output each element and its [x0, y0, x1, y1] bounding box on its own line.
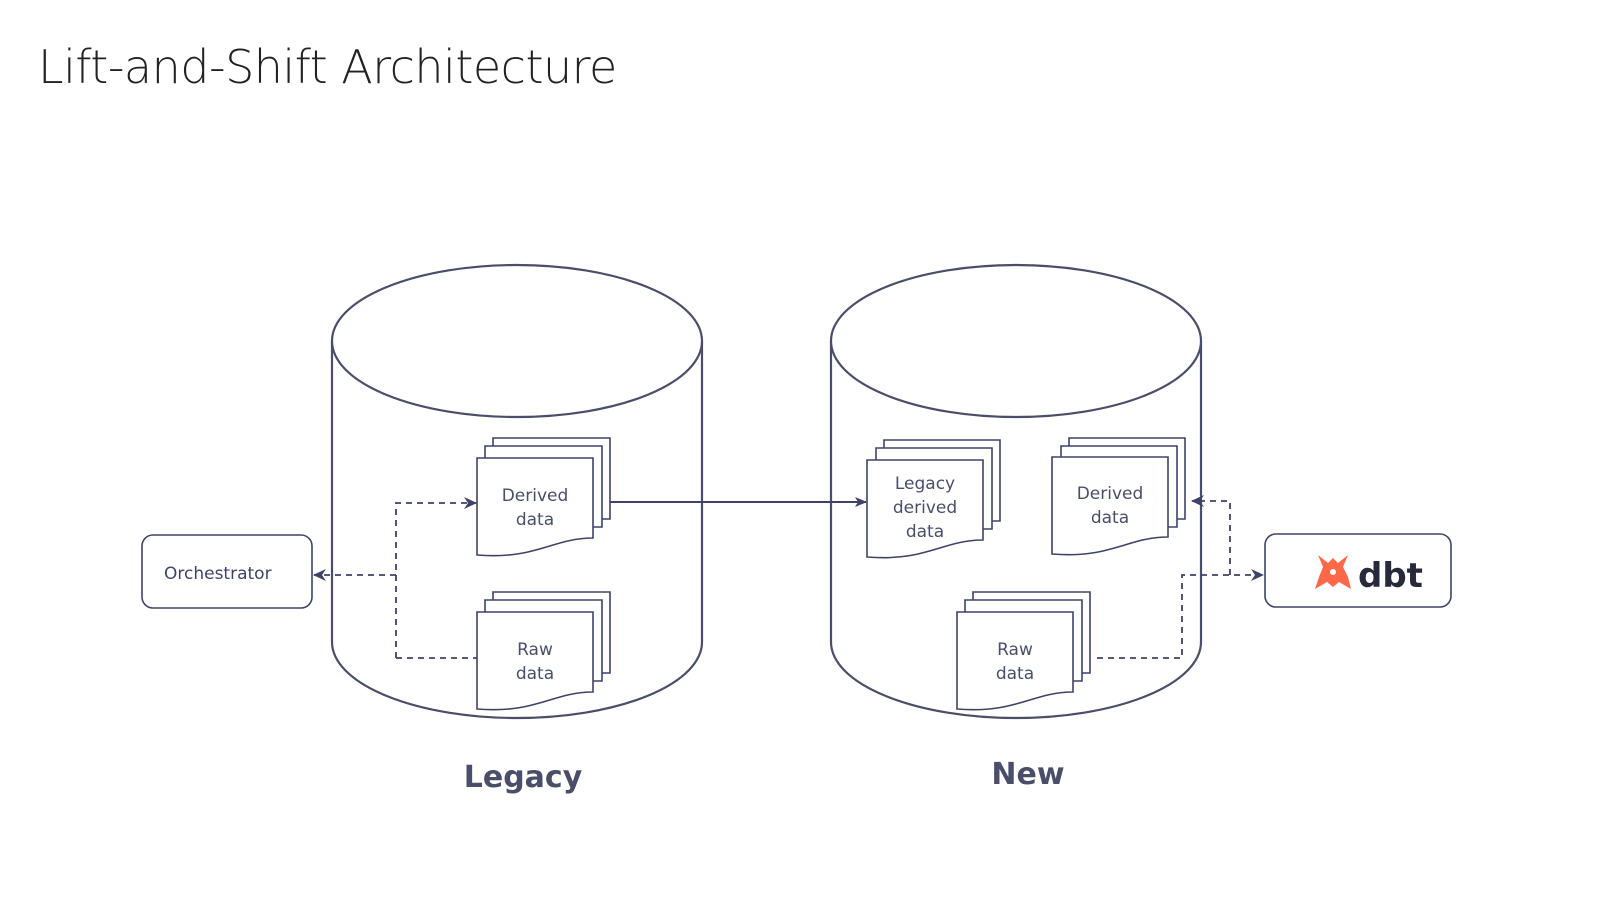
new-raw-label-2: data — [996, 664, 1034, 684]
new-derived-label-1: Derived — [1077, 484, 1144, 504]
new-legacy-derived-label-2: derived — [893, 498, 957, 518]
legacy-derived-label-1: Derived — [502, 486, 569, 506]
dbt-to-derived-arrow — [1191, 495, 1231, 575]
legacy-derived-label-2: data — [516, 510, 554, 530]
legacy-label: Legacy — [464, 760, 583, 795]
raw-to-dbt-arrow — [1097, 569, 1264, 659]
page-title: Lift-and-Shift Architecture — [38, 40, 617, 94]
new-derived-data-doc: Derived data — [1051, 437, 1186, 556]
dbt-box: dbt — [1264, 533, 1452, 608]
new-legacy-derived-data-doc: Legacy derived data — [866, 439, 1001, 559]
legacy-raw-data-doc: Raw data — [476, 591, 611, 711]
legacy-raw-label-2: data — [516, 664, 554, 684]
legacy-raw-label-1: Raw — [517, 640, 553, 660]
legacy-derived-data-doc: Derived data — [476, 437, 611, 557]
new-raw-label-1: Raw — [997, 640, 1033, 660]
dbt-logo-icon — [1315, 555, 1351, 589]
new-raw-data-doc: Raw data — [956, 591, 1091, 711]
dbt-label: dbt — [1358, 556, 1423, 596]
new-database — [829, 263, 1203, 720]
new-legacy-derived-label-3: data — [906, 522, 944, 542]
orchestrator-to-derived-arrow — [395, 497, 477, 658]
orchestrator-box: Orchestrator — [141, 534, 313, 609]
new-derived-label-2: data — [1091, 508, 1129, 528]
orchestrator-label: Orchestrator — [164, 564, 272, 584]
new-legacy-derived-label-1: Legacy — [895, 474, 955, 494]
new-label: New — [991, 757, 1064, 792]
